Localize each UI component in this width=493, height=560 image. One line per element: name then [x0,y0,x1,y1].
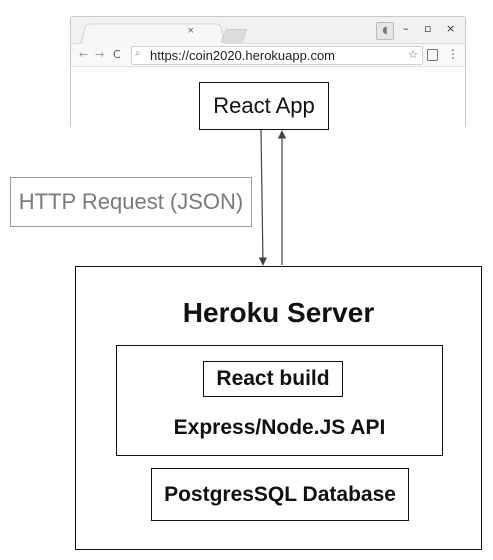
heroku-server-node: Heroku Server React build Express/Node.J… [75,266,482,550]
forward-icon[interactable]: → [95,48,105,61]
reload-icon[interactable]: C [113,48,121,61]
http-request-label: HTTP Request (JSON) [18,189,244,214]
extension-icon[interactable] [427,49,438,61]
window-close-icon[interactable]: × [446,22,456,35]
arrow-down-to-server [258,129,268,266]
react-build-node: React build [203,361,343,397]
http-request-label-box: HTTP Request (JSON) [10,177,252,227]
express-container: React build Express/Node.JS API [116,345,443,456]
address-bar[interactable]: ⌕ https://coin2020.herokuapp.com ☆ [131,46,423,65]
url-text[interactable]: https://coin2020.herokuapp.com [150,48,336,63]
express-api-label: Express/Node.JS API [173,416,386,439]
react-app-label: React App [213,93,315,118]
browser-window: × ◖ – ▫ × ← → C ⌕ https://coin2020.herok… [70,16,466,127]
heroku-server-title: Heroku Server [182,297,375,328]
react-app-node: React App [199,82,329,130]
profile-icon[interactable]: ◖ [376,22,394,40]
database-label: PostgresSQL Database [164,482,396,506]
database-node: PostgresSQL Database [151,468,409,521]
browser-titlebar: × ◖ – ▫ × [71,17,465,45]
menu-icon[interactable]: ⋮ [447,47,459,61]
close-icon[interactable]: × [187,26,195,36]
minimize-icon[interactable]: – [403,22,409,35]
back-icon[interactable]: ← [79,48,89,61]
react-build-label: React build [216,367,330,390]
star-icon[interactable]: ☆ [408,48,418,61]
maximize-icon[interactable]: ▫ [424,22,432,35]
browser-toolbar: ← → C ⌕ https://coin2020.herokuapp.com ☆… [71,44,465,67]
search-icon: ⌕ [135,48,141,59]
